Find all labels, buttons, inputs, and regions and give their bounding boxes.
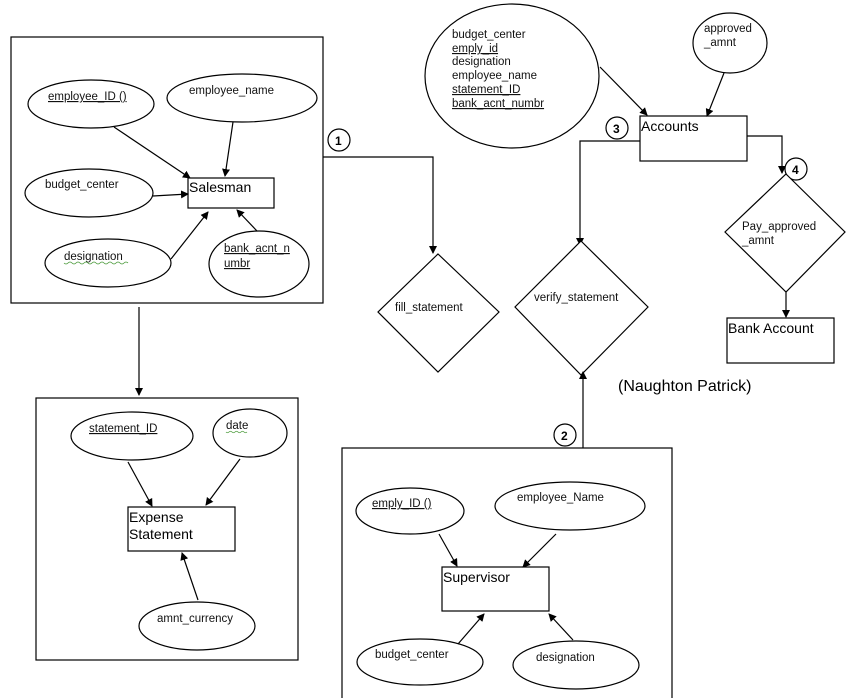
entity-accounts[interactable] <box>639 115 748 162</box>
attr-designation-supervisor[interactable] <box>512 640 640 690</box>
entity-supervisor[interactable] <box>441 566 550 612</box>
connector <box>113 126 191 179</box>
step-marker-2 <box>553 423 577 447</box>
attr-employee-name-supervisor-label: employee_Name <box>517 492 604 504</box>
entity-expense-statement-label-1: Expense <box>129 509 184 525</box>
spellcheck-underline <box>225 430 248 434</box>
connector <box>205 458 241 506</box>
attr-date[interactable] <box>212 408 288 458</box>
attr-statement-id-label: statement_ID <box>89 423 157 435</box>
attr-bank-acnt-numbr[interactable] <box>208 230 310 298</box>
entity-salesman-label: Salesman <box>189 179 251 195</box>
relationship-fill-statement[interactable] <box>377 253 500 373</box>
entity-bank-account-label: Bank Account <box>728 320 814 336</box>
attr-approved-amnt[interactable] <box>692 12 768 74</box>
spellcheck-underline <box>63 261 129 265</box>
connector <box>180 552 199 601</box>
step-marker-4-label: 4 <box>792 163 799 177</box>
relationship-verify-statement[interactable] <box>514 240 649 376</box>
accounts-attr-bank-acnt-numbr: bank_acnt_numbr <box>452 98 544 110</box>
entity-expense-statement-label-2: Statement <box>129 526 193 542</box>
attr-employee-id-label: employee_ID () <box>48 91 127 103</box>
step-marker-4 <box>784 157 808 181</box>
accounts-attr-designation: designation <box>452 56 511 68</box>
connector <box>222 121 234 177</box>
attr-approved-amnt-label-2: _amnt <box>703 37 737 49</box>
entity-bank-account[interactable] <box>726 317 835 364</box>
relationship-verify-statement-label: verify_statement <box>534 292 619 304</box>
step-marker-1-label: 1 <box>335 134 342 148</box>
accounts-attribute-group[interactable] <box>424 3 600 149</box>
connector <box>152 190 189 199</box>
entity-supervisor-label: Supervisor <box>443 569 510 585</box>
attr-emply-id-label: emply_ID () <box>372 498 432 510</box>
step-marker-3-label: 3 <box>613 122 620 136</box>
connector-salesman-to-fill <box>323 156 437 254</box>
connector <box>438 533 458 567</box>
connector <box>127 461 153 507</box>
entity-salesman[interactable] <box>187 177 275 209</box>
connector <box>522 533 557 568</box>
attr-employee-name-supervisor[interactable] <box>494 481 646 531</box>
connector-accounts-to-verify <box>576 140 640 246</box>
connector-accounts-to-pay <box>747 135 786 174</box>
attr-approved-amnt-label-1: approved <box>704 23 752 35</box>
relationship-pay-approved-label-2: _amnt <box>741 235 775 247</box>
connector <box>705 72 725 117</box>
accounts-attr-emply-id: emply_id <box>452 43 498 55</box>
relationship-pay-approved-label-1: Pay_approved <box>742 221 816 233</box>
entity-accounts-label: Accounts <box>641 118 699 134</box>
connector <box>457 613 485 645</box>
accounts-attr-budget-center: budget_center <box>452 29 526 41</box>
attr-budget-center-supervisor[interactable] <box>356 638 484 686</box>
connector <box>548 613 574 641</box>
step-marker-2-label: 2 <box>561 429 568 443</box>
attr-bank-acnt-numbr-label-1: bank_acnt_n <box>224 243 290 255</box>
accounts-attr-employee-name: employee_name <box>452 70 537 82</box>
connector <box>170 211 209 260</box>
attr-budget-center-label: budget_center <box>45 179 119 191</box>
attr-amnt-currency-label: amnt_currency <box>157 613 233 625</box>
attr-employee-id[interactable] <box>27 79 155 129</box>
attr-designation-supervisor-label: designation <box>536 652 595 664</box>
attr-amnt-currency[interactable] <box>138 601 256 651</box>
attr-budget-center[interactable] <box>24 168 154 218</box>
attr-designation-label: designation <box>64 251 123 263</box>
attr-date-label: date <box>226 420 248 432</box>
entity-expense-statement[interactable] <box>127 506 236 552</box>
relationship-pay-approved-amnt[interactable] <box>724 173 846 293</box>
step-marker-3 <box>605 116 629 140</box>
connector <box>236 209 258 232</box>
connector <box>599 66 648 116</box>
step-marker-1 <box>327 128 351 152</box>
attr-statement-id[interactable] <box>70 411 194 461</box>
attr-employee-name-label: employee_name <box>189 85 274 97</box>
attr-emply-id[interactable] <box>355 487 465 535</box>
author-label: (Naughton Patrick) <box>618 378 751 395</box>
accounts-attr-statement-id: statement_ID <box>452 84 520 96</box>
attr-employee-name[interactable] <box>166 73 318 123</box>
attr-budget-center-supervisor-label: budget_center <box>375 649 449 661</box>
relationship-fill-statement-label: fill_statement <box>395 302 464 314</box>
attr-bank-acnt-numbr-label-2: umbr <box>224 258 250 270</box>
